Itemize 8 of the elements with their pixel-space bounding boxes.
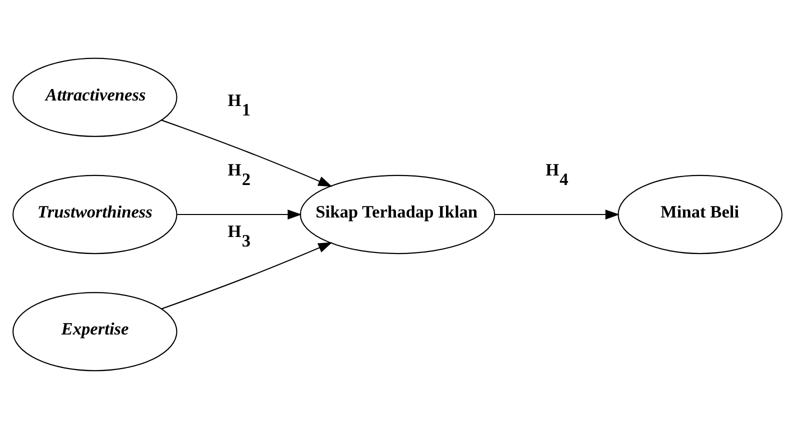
arrow xyxy=(494,209,620,219)
node-ellipse: Trustworthiness xyxy=(12,174,178,254)
arrow xyxy=(176,209,302,219)
node-ellipse: Expertise xyxy=(12,292,178,371)
node-ellipse: Minat Beli xyxy=(618,174,783,254)
arrow xyxy=(161,119,332,186)
node-ellipse: Attractiveness xyxy=(12,57,178,136)
arrow xyxy=(161,242,332,309)
